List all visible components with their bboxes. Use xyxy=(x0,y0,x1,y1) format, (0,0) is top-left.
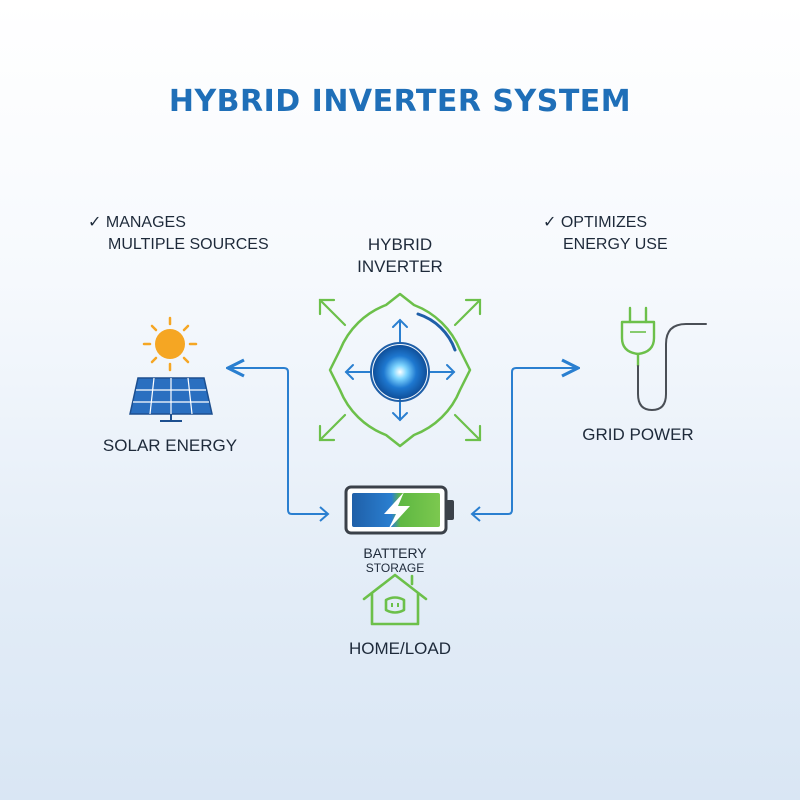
plug-icon xyxy=(620,306,707,412)
connector-battery-to-solar xyxy=(228,368,330,522)
battery-storage-label: BATTERY STORAGE xyxy=(330,546,460,576)
note-line-1: OPTIMIZES xyxy=(560,214,648,231)
inverter-label-line-2: INVERTER xyxy=(357,257,443,276)
solar-panel-icon xyxy=(129,377,213,422)
note-line-2: ENERGY USE xyxy=(563,236,668,253)
note-optimizes-energy: ✓ OPTIMIZES ENERGY USE xyxy=(543,212,668,256)
page-title: HYBRID INVERTER SYSTEM xyxy=(168,84,632,119)
inverter-label: HYBRID INVERTER xyxy=(340,234,460,278)
note-manages-sources: ✓ MANAGES MULTIPLE SOURCES xyxy=(88,212,269,256)
check-icon: ✓ xyxy=(543,214,557,231)
inverter-icon xyxy=(318,292,482,448)
connector-battery-to-grid xyxy=(470,368,578,522)
inverter-label-line-1: HYBRID xyxy=(367,235,433,254)
home-load-label: HOME/LOAD xyxy=(348,639,452,658)
battery-label-line-1: BATTERY xyxy=(363,545,427,561)
battery-label-line-2: STORAGE xyxy=(365,561,425,575)
house-icon xyxy=(362,573,428,626)
note-line-1: MANAGES xyxy=(105,214,186,231)
sun-icon xyxy=(142,316,198,372)
check-icon: ✓ xyxy=(88,214,102,231)
note-line-2: MULTIPLE SOURCES xyxy=(108,236,269,253)
solar-energy-label: SOLAR ENERGY xyxy=(102,436,238,455)
grid-power-label: GRID POWER xyxy=(582,425,694,444)
battery-icon xyxy=(344,485,454,535)
